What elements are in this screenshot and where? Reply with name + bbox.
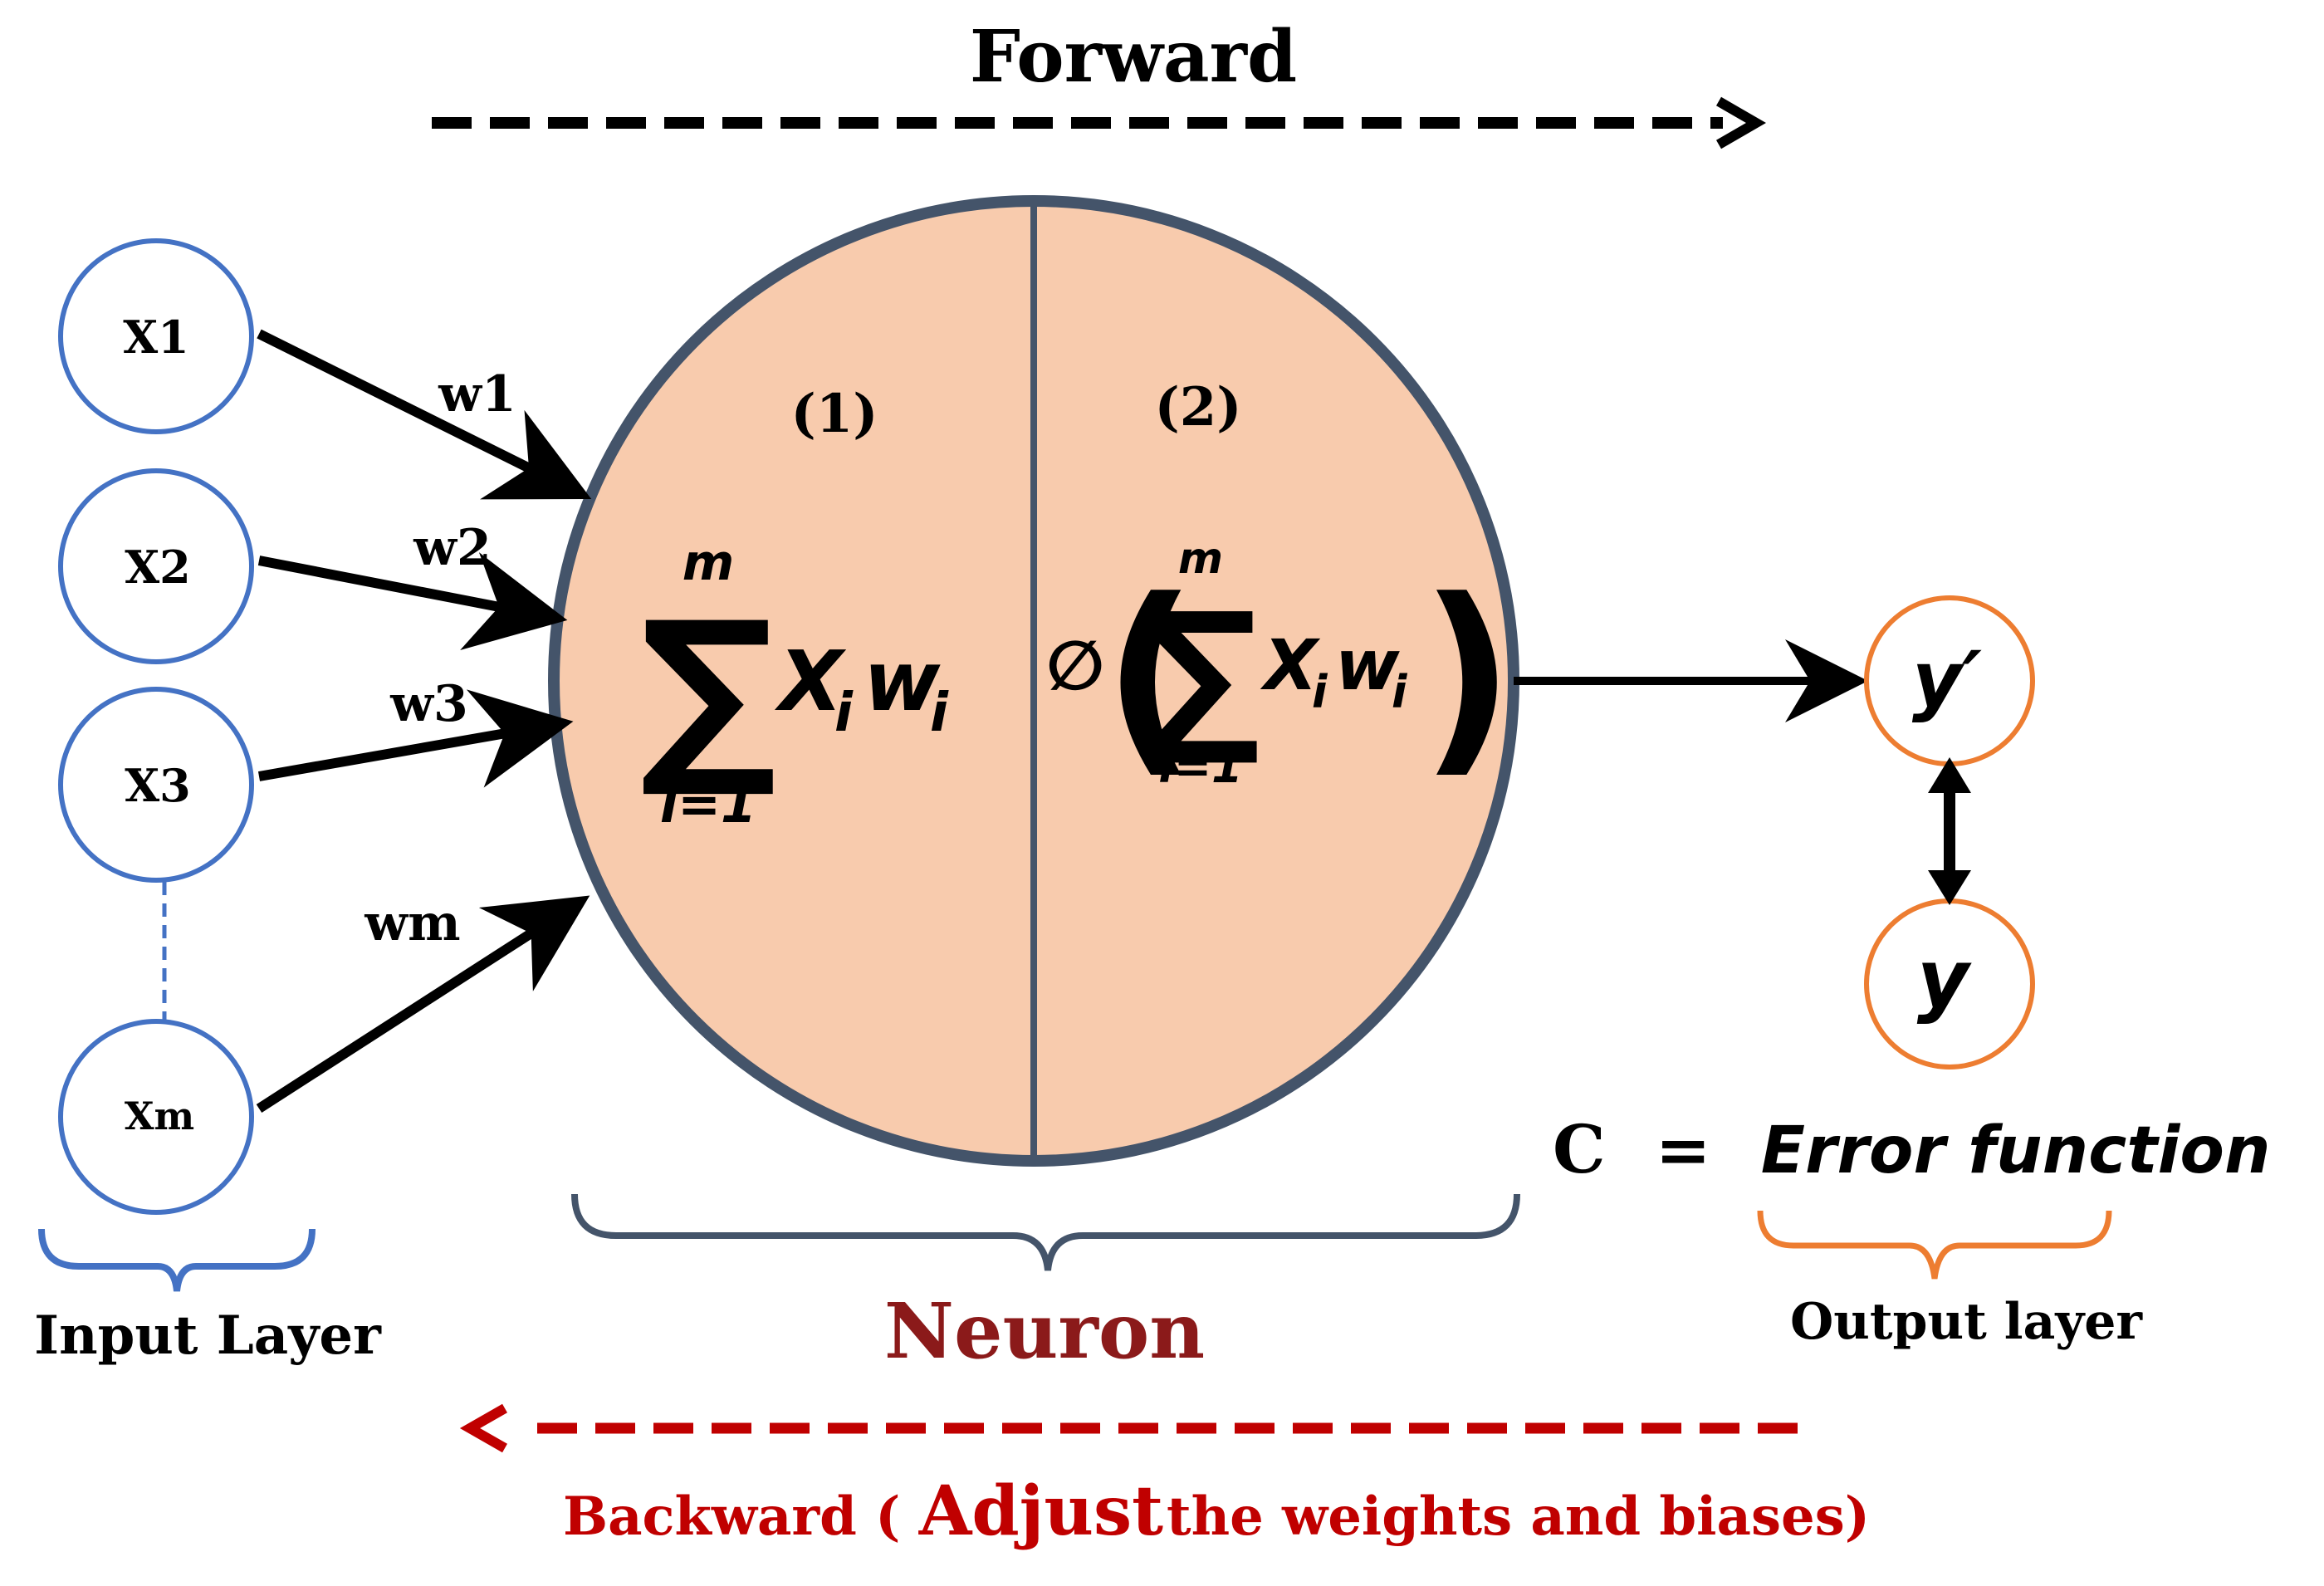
term-x-sub: i [834,683,854,744]
weight-label-wm: wm [364,894,460,952]
input-node-xm [58,1019,254,1215]
error-compare-arrowhead-down [1928,870,1971,905]
term2-w-sub: i [1392,666,1408,718]
term-x: X [774,633,847,730]
backward-label-adjust: Adjust [918,1471,1163,1551]
term2-x: X [1260,624,1321,706]
input-node-x2 [58,468,254,664]
term-w-sub: i [930,683,949,744]
backward-label-main: Backward ( [563,1486,919,1548]
sum-upper-limit: m [683,534,735,592]
output-label-actual: y [1917,933,1972,1026]
output-layer-label: Output layer [1790,1293,2143,1351]
weight-label-w2: w2 [413,519,491,577]
sum2-symbol: ∑ [1141,577,1260,771]
backward-arrowhead [459,1403,507,1453]
weight-arrow-w3 [257,689,574,788]
neuron-part1-label: (1) [790,383,878,445]
error-c: C [1553,1110,1606,1188]
sum-lower-limit: i=1 [660,774,756,835]
input-layer-label: Input Layer [34,1305,382,1367]
weighted-sum-formula: m ∑ i=1 X i w i [639,534,949,835]
weight-arrow-w1 [257,329,592,500]
neuron-label: Neuron [884,1286,1205,1376]
activation-symbol: ∅ [1046,627,1104,706]
input-node-x3 [58,687,254,883]
neuron-part2-label: (2) [1154,376,1241,438]
term-w: w [864,633,941,730]
backward-label-tail: the weights and biases) [1167,1486,1870,1548]
term2-w: w [1335,624,1400,706]
paren-close: ) [1420,555,1514,796]
activation-formula: ∅ ( m ∑ i=1 X i w i ) [1046,534,1514,796]
term2-x-sub: i [1312,666,1328,718]
paren-open: ( [1103,555,1197,796]
weight-label-w3: w3 [389,675,467,733]
weight-arrow-w2 [257,552,568,650]
sum-symbol: ∑ [639,581,776,803]
output-label-predicted: y′ [1912,635,1982,724]
input-node-x1 [58,238,254,434]
input-label-xm: Xm [125,1094,194,1138]
input-label-x3: X3 [125,759,190,812]
error-function-formula: C = Error function [1553,1110,2271,1188]
input-label-x1: X1 [123,311,188,364]
neuron-brace [571,1193,1520,1271]
forward-arrowhead [1715,96,1766,149]
input-layer-brace [38,1228,316,1292]
error-compare-arrowhead-up [1928,757,1971,793]
error-equals: = [1656,1110,1711,1188]
output-layer-brace [1757,1210,2112,1280]
sum2-upper-limit: m [1178,534,1223,584]
backward-label: Backward ( Adjust the weights and biases… [563,1471,1870,1551]
weight-arrow-wm [256,895,590,1114]
input-label-x2: X2 [125,541,190,594]
sum2-lower-limit: i=1 [1158,741,1242,793]
error-function-text: Error function [1761,1114,2271,1188]
forward-label: Forward [970,15,1297,99]
weight-label-w1: w1 [438,365,516,423]
